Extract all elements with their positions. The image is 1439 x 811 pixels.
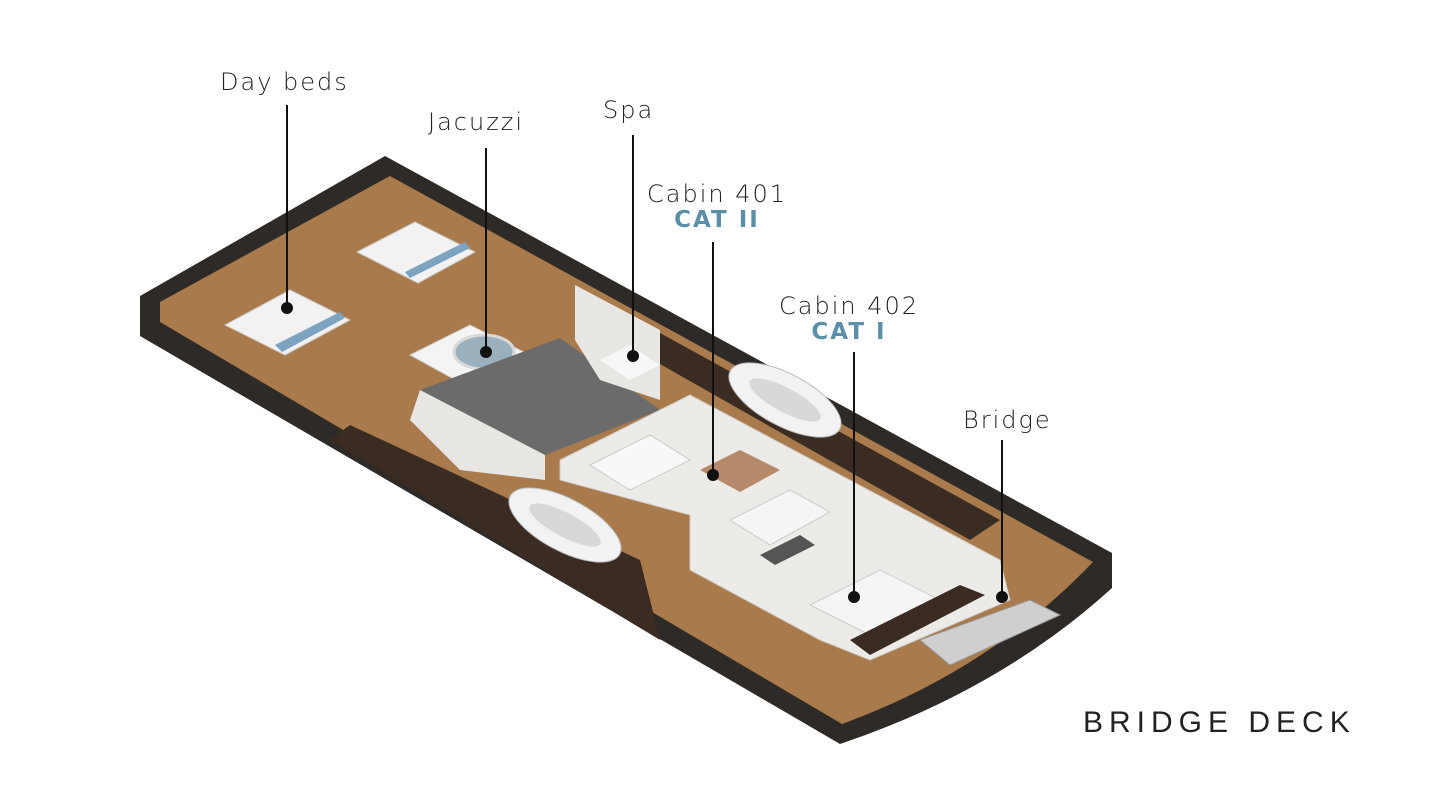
label-day-beds: Day beds	[220, 68, 349, 96]
tender-boat	[508, 487, 622, 563]
deck-title: BRIDGE DECK	[1083, 706, 1356, 739]
day-bed	[355, 221, 477, 284]
cabin-402-name: Cabin 402	[779, 292, 920, 320]
cabin-402-category: CAT I	[811, 319, 887, 345]
leader-dot	[996, 591, 1008, 603]
bridge-console	[919, 599, 1062, 666]
cabin-401-name: Cabin 401	[647, 180, 788, 208]
day-bed	[223, 289, 352, 356]
side-walkway	[330, 425, 660, 640]
leader-dot	[707, 469, 719, 481]
leader-dot	[480, 346, 492, 358]
cabin-401-category: CAT II	[674, 207, 760, 233]
leader-dot	[627, 350, 639, 362]
label-jacuzzi: Jacuzzi	[428, 108, 525, 136]
leader-dot	[281, 302, 293, 314]
tender-boat	[728, 362, 842, 438]
leader-dot	[848, 591, 860, 603]
label-cabin-401: Cabin 401 CAT II	[647, 180, 787, 232]
label-bridge: Bridge	[963, 406, 1052, 434]
label-spa: Spa	[603, 96, 655, 124]
label-cabin-402: Cabin 402 CAT I	[779, 292, 919, 344]
